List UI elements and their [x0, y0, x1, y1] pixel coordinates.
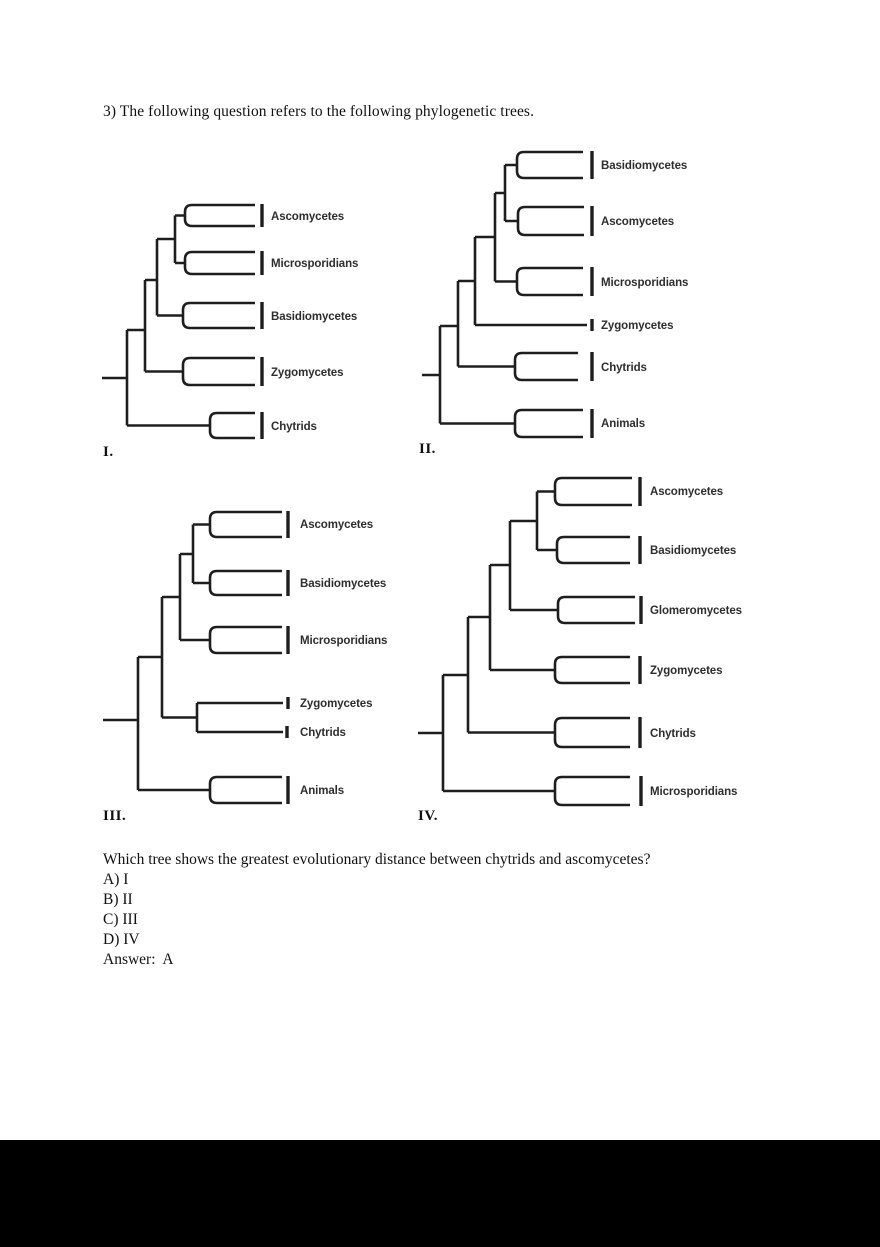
tree-iii: Ascomycetes Basidiomycetes Microsporidia… — [103, 510, 387, 805]
taxon-label: Glomeromycetes — [650, 605, 742, 617]
tree-ii-clade-boxes — [513, 150, 584, 439]
taxon-label: Chytrids — [650, 728, 696, 740]
question-intro: 3) The following question refers to the … — [103, 103, 535, 120]
taxon-label: Chytrids — [271, 421, 317, 433]
tree-i-branches — [102, 214, 210, 427]
taxon-label: Basidiomycetes — [300, 578, 386, 590]
phylogenetic-trees-figure: Ascomycetes Microsporidians Basidiomycet… — [102, 150, 742, 807]
taxon-label: Animals — [300, 785, 344, 797]
taxon-label: Zygomycetes — [300, 698, 372, 710]
tree-iv-label: IV. — [418, 808, 438, 824]
tree-ii: Basidiomycetes Ascomycetes Microsporidia… — [422, 150, 688, 439]
taxon-label: Basidiomycetes — [650, 545, 736, 557]
tree-iii-branches — [103, 523, 283, 792]
option-c: C) III — [103, 911, 138, 928]
taxon-label: Zygomycetes — [650, 665, 722, 677]
taxon-label: Microsporidians — [271, 258, 358, 270]
bottom-black-band — [0, 1140, 880, 1247]
taxon-label: Ascomycetes — [601, 216, 674, 228]
tree-iv-clade-boxes — [553, 476, 635, 807]
option-d: D) IV — [103, 931, 140, 948]
answer-line: Answer: A — [103, 951, 174, 968]
question-block: Which tree shows the greatest evolutiona… — [103, 850, 650, 970]
taxon-label: Ascomycetes — [300, 519, 373, 531]
tree-iv: Ascomycetes Basidiomycetes Glomeromycete… — [418, 476, 742, 807]
taxon-label: Zygomycetes — [601, 320, 673, 332]
taxon-label: Chytrids — [601, 362, 647, 374]
taxon-label: Ascomycetes — [271, 211, 344, 223]
tree-i-clade-boxes — [181, 203, 255, 440]
tree-iii-clade-boxes — [208, 510, 282, 805]
taxon-label: Basidiomycetes — [601, 160, 687, 172]
tree-ii-branches — [422, 163, 587, 425]
taxon-label: Microsporidians — [650, 786, 737, 798]
option-a: A) I — [103, 871, 129, 888]
taxon-label: Zygomycetes — [271, 367, 343, 379]
tree-i-label: I. — [103, 444, 114, 460]
tree-iii-label: III. — [103, 808, 127, 824]
taxon-label: Microsporidians — [601, 277, 688, 289]
tree-i: Ascomycetes Microsporidians Basidiomycet… — [102, 203, 358, 440]
taxon-label: Microsporidians — [300, 635, 387, 647]
taxon-label: Ascomycetes — [650, 486, 723, 498]
option-b: B) II — [103, 891, 133, 908]
taxon-label: Basidiomycetes — [271, 311, 357, 323]
taxon-label: Chytrids — [300, 727, 346, 739]
taxon-label: Animals — [601, 418, 645, 430]
tree-ii-label: II. — [419, 441, 436, 457]
tree-iv-branches — [418, 490, 558, 793]
question-text: Which tree shows the greatest evolutiona… — [103, 851, 651, 868]
tree-iv-tick-marks — [638, 477, 643, 806]
tree-iii-tick-marks — [285, 511, 290, 804]
